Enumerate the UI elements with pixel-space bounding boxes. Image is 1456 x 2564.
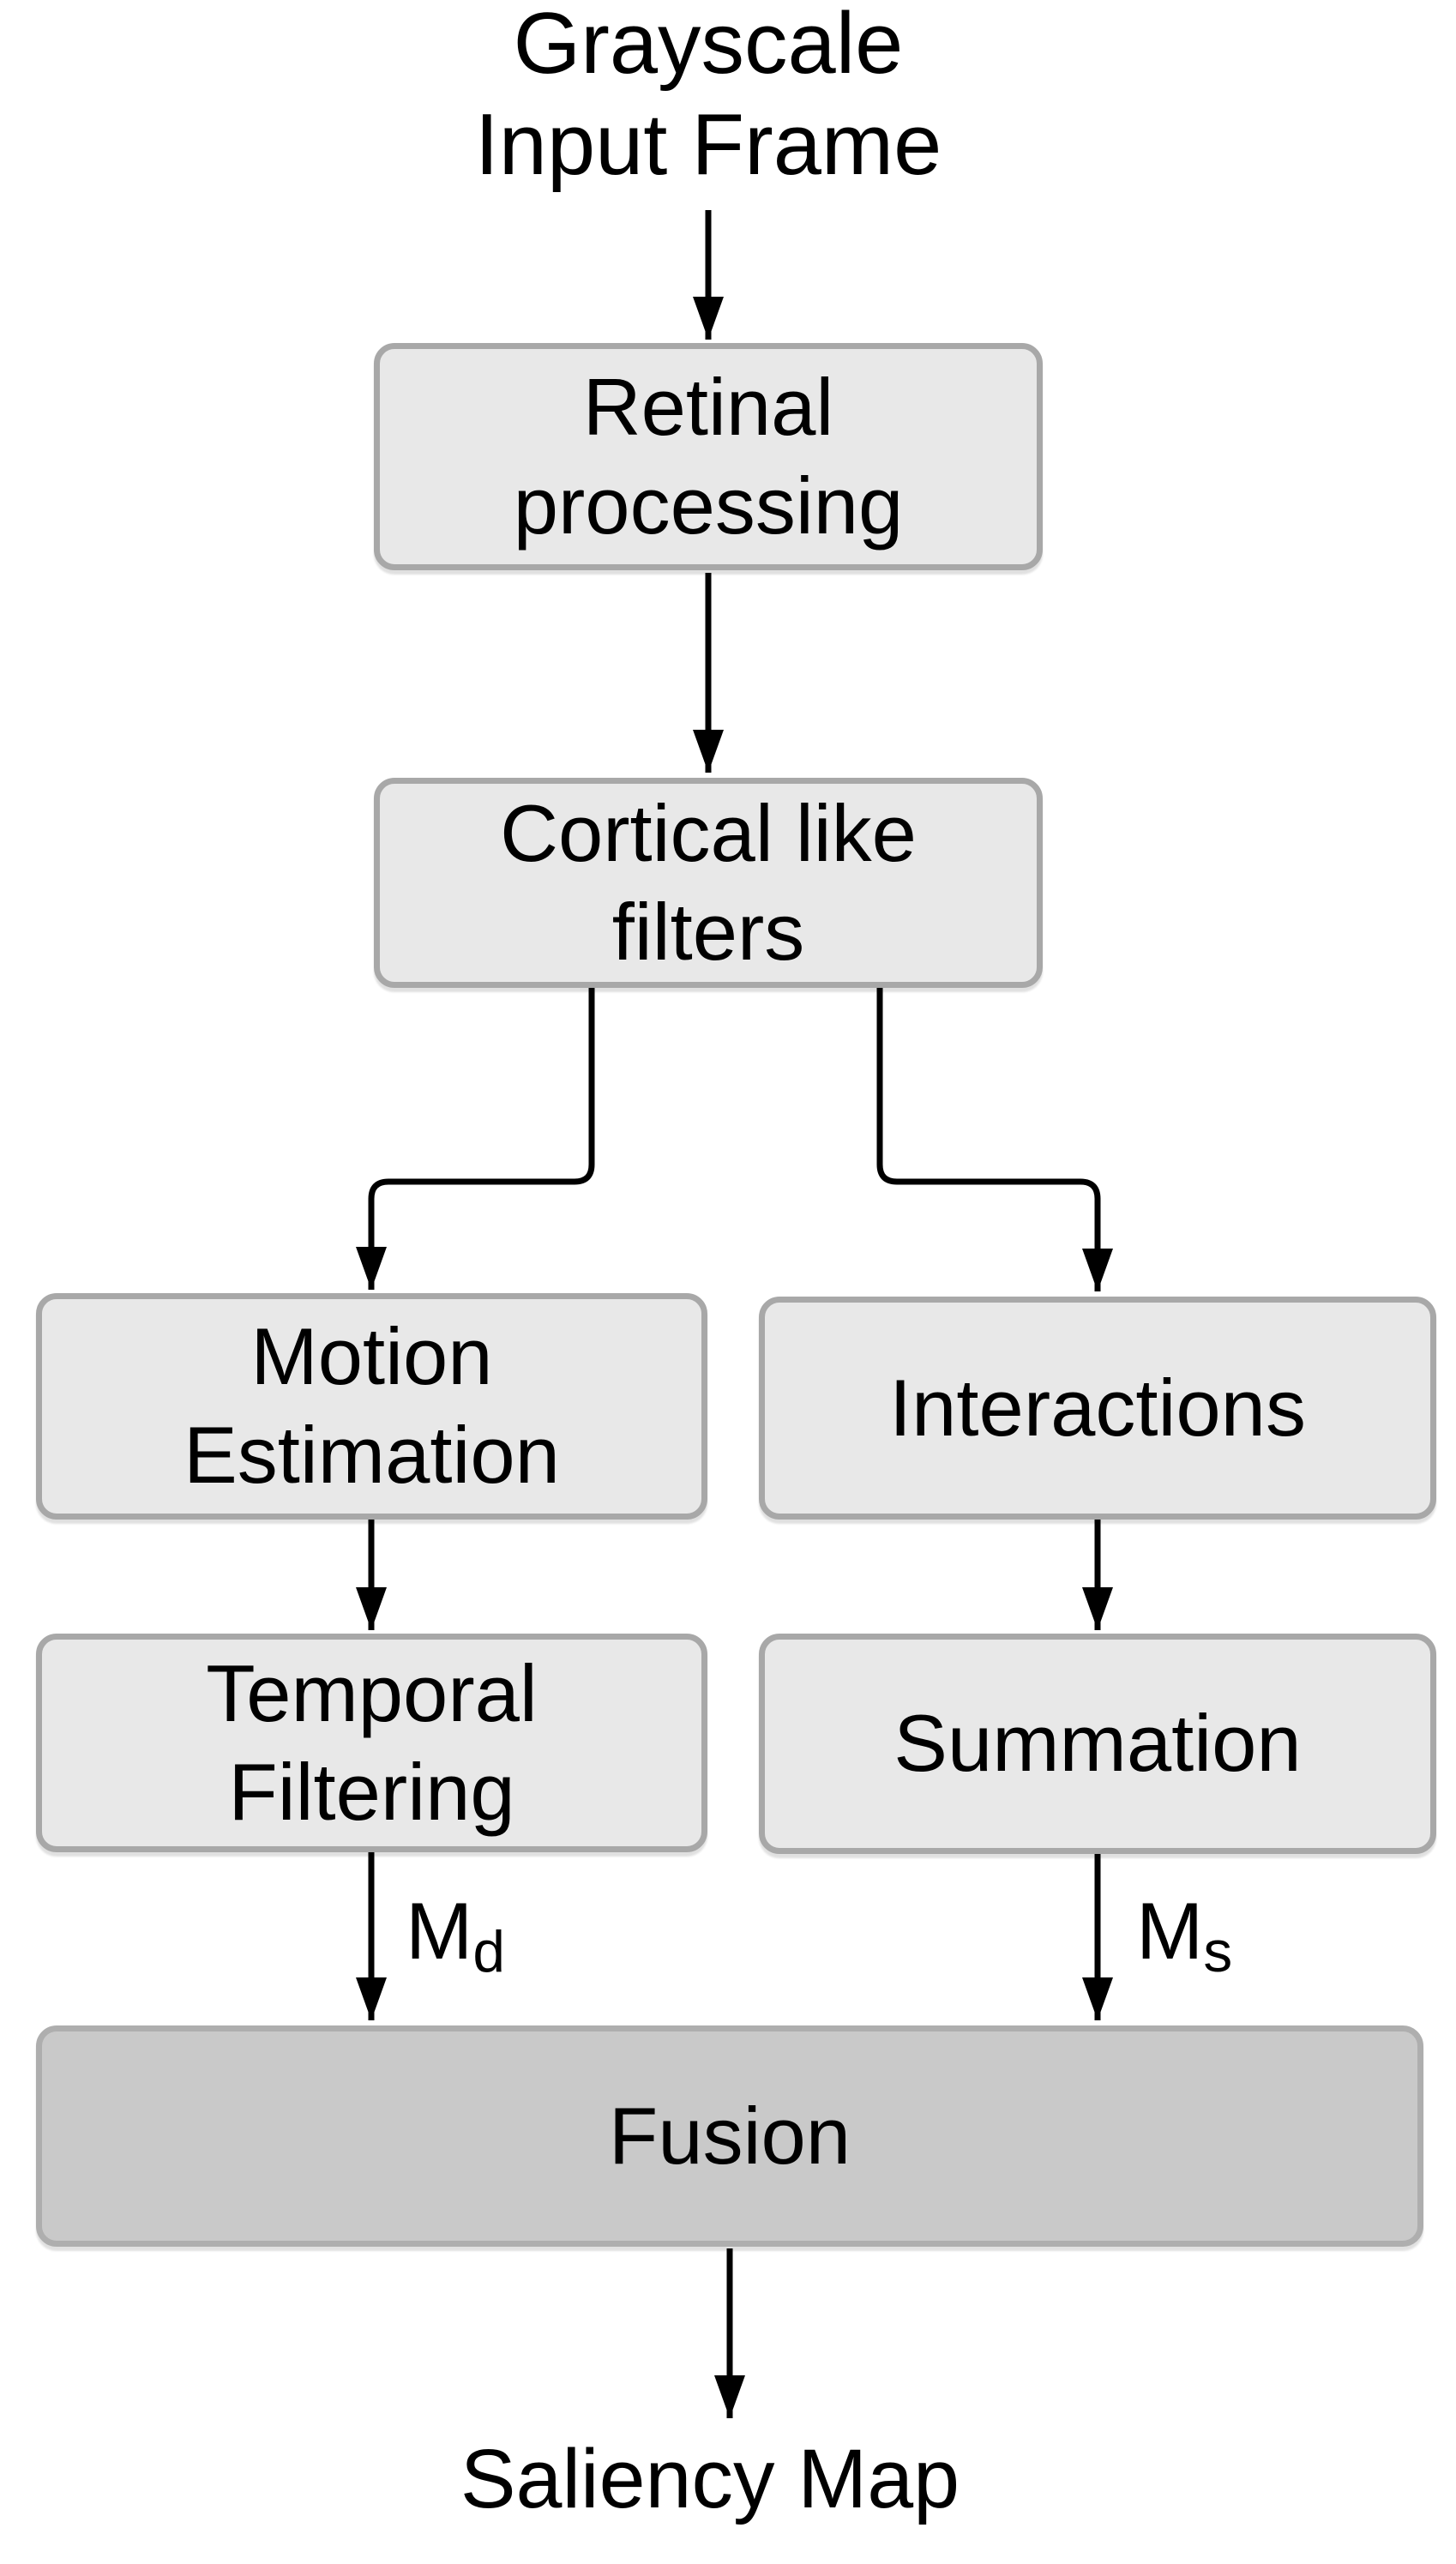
edge-label-md-base: M xyxy=(406,1886,473,1976)
node-retinal-processing-label: Retinal processing xyxy=(513,361,904,551)
node-motion-estimation: Motion Estimation xyxy=(36,1293,707,1520)
edge-label-md-subscript: d xyxy=(472,1919,505,1984)
edge-label-ms-subscript: s xyxy=(1203,1919,1233,1984)
edge-cortical-interactions xyxy=(876,988,1113,1291)
node-motion-estimation-label: Motion Estimation xyxy=(184,1311,560,1500)
node-summation: Summation xyxy=(759,1634,1436,1854)
node-cortical-like-filters-label: Cortical like filters xyxy=(500,787,917,977)
node-interactions-label: Interactions xyxy=(889,1362,1306,1453)
node-fusion-label: Fusion xyxy=(608,2090,851,2181)
node-summation-label: Summation xyxy=(893,1698,1302,1789)
input-frame-label: Grayscale Input Frame xyxy=(474,0,942,194)
node-retinal-processing: Retinal processing xyxy=(374,343,1043,570)
node-cortical-like-filters: Cortical like filters xyxy=(374,778,1043,988)
node-fusion: Fusion xyxy=(36,2025,1423,2247)
saliency-map-label: Saliency Map xyxy=(460,2432,960,2525)
edge-cortical-motion xyxy=(356,988,595,1290)
node-temporal-filtering-label: Temporal Filtering xyxy=(206,1647,538,1837)
node-interactions: Interactions xyxy=(759,1297,1436,1520)
edge-label-md: Md xyxy=(406,1891,505,1982)
node-temporal-filtering: Temporal Filtering xyxy=(36,1634,707,1852)
edge-label-ms-base: M xyxy=(1136,1886,1204,1976)
edge-label-ms: Ms xyxy=(1136,1891,1232,1982)
